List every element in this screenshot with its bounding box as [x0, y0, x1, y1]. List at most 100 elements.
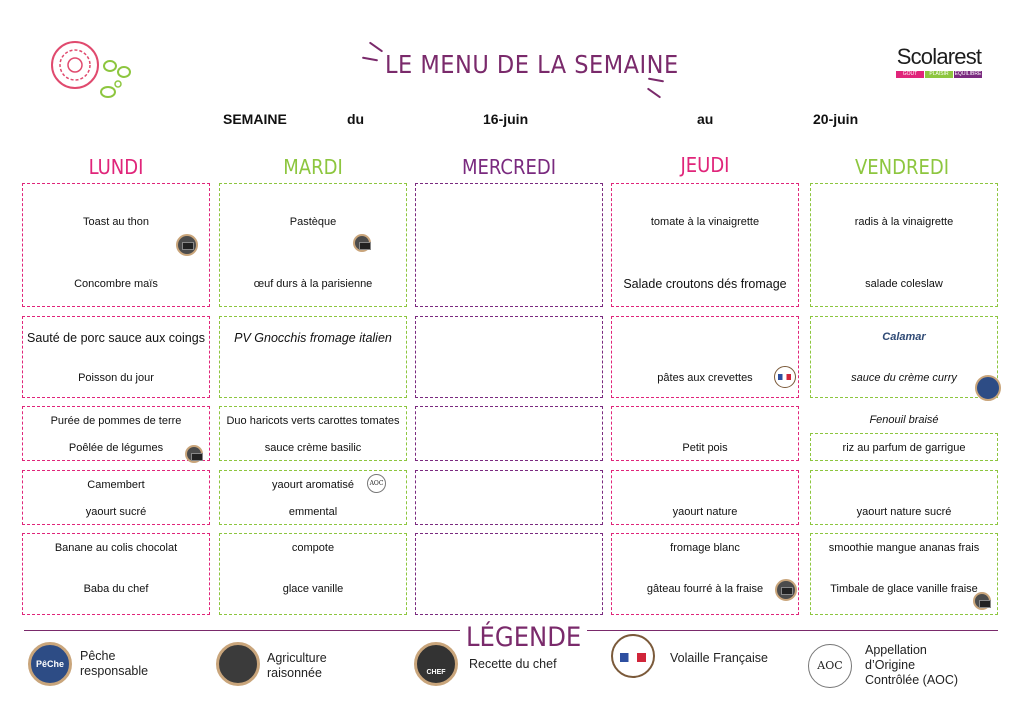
legend-label: Volaille Française	[670, 651, 768, 665]
menu-item: œuf durs à la parisienne	[253, 278, 373, 290]
lundi-dessert-cell: Banane au colis chocolat Baba du chef	[22, 533, 210, 615]
menu-item: Timbale de glace vanille fraise	[830, 583, 978, 595]
brand-tag: PLAISIR	[925, 71, 953, 78]
mercredi-dessert-cell	[415, 533, 603, 615]
day-lundi: LUNDI	[88, 155, 144, 179]
menu-item: compote	[291, 542, 335, 554]
vendredi-garniture-cell: riz au parfum de garrigue	[810, 433, 998, 461]
legend-label: Recette du chef	[469, 657, 557, 671]
legend-label: responsable	[80, 664, 149, 678]
peche-responsable-icon	[975, 375, 1001, 401]
recette-chef-icon	[775, 579, 797, 601]
menu-item: Banane au colis chocolat	[54, 542, 178, 554]
stamp-logo	[50, 40, 100, 90]
mardi-garniture-cell: Duo haricots verts carottes tomates sauc…	[219, 406, 407, 461]
recette-chef-icon	[185, 445, 203, 463]
aoc-icon: AOC	[808, 644, 852, 688]
menu-item: Camembert	[87, 479, 145, 491]
lundi-garniture-cell: Purée de pommes de terre Poêlée de légum…	[22, 406, 210, 463]
menu-item: fromage blanc	[670, 542, 740, 554]
menu-item: yaourt nature	[672, 506, 738, 518]
menu-item: Concombre maïs	[74, 278, 158, 290]
menu-item: glace vanille	[282, 583, 344, 595]
menu-item: yaourt nature sucré	[856, 506, 952, 518]
legend-label: Pêche	[80, 649, 116, 663]
title-ray	[361, 56, 379, 62]
lundi-plat-cell: Sauté de porc sauce aux coings Poisson d…	[22, 316, 210, 398]
menu-item: Calamar	[882, 331, 926, 343]
scolarest-logo: Scolarest GOÛT PLAISIR ÉQUILIBRE	[896, 44, 982, 78]
menu-item: sauce du crème curry	[851, 372, 957, 384]
menu-item: pâtes aux crevettes	[657, 372, 753, 384]
mardi-laitage-cell: yaourt aromatisé AOC emmental	[219, 470, 407, 525]
menu-item: yaourt sucré	[85, 506, 147, 518]
mardi-entree-cell: Pastèque œuf durs à la parisienne	[219, 183, 407, 307]
jeudi-laitage-cell: yaourt nature	[611, 470, 799, 525]
volaille-francaise-icon	[611, 634, 655, 678]
menu-item: Baba du chef	[83, 583, 149, 595]
brand-name: Scolarest	[896, 44, 982, 69]
jeudi-dessert-cell: fromage blanc gâteau fourré à la fraise	[611, 533, 799, 615]
mercredi-laitage-cell	[415, 470, 603, 525]
lundi-entree-cell: Toast au thon Concombre maïs	[22, 183, 210, 307]
mardi-dessert-cell: compote glace vanille	[219, 533, 407, 615]
legend-label: d’Origine	[865, 658, 916, 672]
recette-chef-icon	[353, 234, 371, 252]
legend-label: Appellation	[865, 643, 927, 657]
day-mardi: MARDI	[283, 155, 343, 179]
legend-label: Contrôlée (AOC)	[865, 673, 959, 687]
aoc-icon: AOC	[367, 474, 386, 493]
recette-chef-icon: CHEF	[414, 642, 458, 686]
week-end: 20-juin	[813, 111, 859, 127]
mercredi-entree-cell	[415, 183, 603, 307]
volaille-francaise-icon	[774, 366, 796, 388]
mardi-plat-cell: PV Gnocchis fromage italien	[219, 316, 407, 398]
legend-title: LÉGENDE	[460, 622, 588, 653]
recette-chef-icon	[176, 234, 198, 256]
menu-item: radis à la vinaigrette	[854, 216, 954, 228]
vendredi-dessert-cell: smoothie mangue ananas frais Timbale de …	[810, 533, 998, 615]
menu-item: PV Gnocchis fromage italien	[234, 331, 392, 345]
week-au: au	[697, 111, 714, 127]
title-ray	[368, 41, 384, 53]
menu-item: emmental	[288, 506, 338, 518]
legend-label: Agriculture	[267, 651, 327, 665]
agriculture-raisonnee-icon	[216, 642, 260, 686]
jeudi-garniture-cell: Petit pois	[611, 406, 799, 461]
title-ray	[646, 87, 662, 99]
peas-illustration	[98, 58, 134, 100]
day-mercredi: MERCREDI	[462, 155, 556, 179]
recette-chef-icon	[973, 592, 991, 610]
day-vendredi: VENDREDI	[854, 155, 949, 179]
menu-item: yaourt aromatisé	[272, 479, 354, 491]
lundi-laitage-cell: Camembert yaourt sucré	[22, 470, 210, 525]
brand-tag: GOÛT	[896, 71, 924, 78]
week-label: SEMAINE	[223, 111, 287, 127]
legend-label: raisonnée	[267, 666, 322, 680]
menu-item: salade coleslaw	[865, 278, 943, 290]
menu-item: Toast au thon	[82, 216, 150, 228]
mercredi-plat-cell	[415, 316, 603, 398]
menu-item: riz au parfum de garrigue	[842, 442, 966, 454]
page-title: LE MENU DE LA SEMAINE	[385, 50, 679, 79]
menu-item: sauce crème basilic	[264, 442, 362, 454]
jeudi-entree-cell: tomate à la vinaigrette Salade croutons …	[611, 183, 799, 307]
week-du: du	[347, 111, 365, 127]
peche-responsable-icon: PêChe	[28, 642, 72, 686]
day-jeudi: JEUDI	[680, 153, 730, 177]
menu-item: gâteau fourré à la fraise	[646, 583, 764, 595]
menu-item: tomate à la vinaigrette	[650, 216, 760, 228]
menu-item: Petit pois	[682, 442, 728, 454]
menu-item: Sauté de porc sauce aux coings	[27, 331, 205, 345]
brand-tag: ÉQUILIBRE	[954, 71, 982, 78]
menu-item: Salade croutons dés fromage	[623, 277, 787, 291]
jeudi-plat-cell: pâtes aux crevettes	[611, 316, 799, 398]
menu-item: smoothie mangue ananas frais	[828, 542, 980, 554]
menu-item: Pastèque	[289, 216, 337, 228]
menu-item: Purée de pommes de terre	[50, 415, 182, 427]
menu-item: Fenouil braisé	[869, 414, 939, 426]
menu-item: Duo haricots verts carottes tomates	[226, 415, 400, 427]
vendredi-plat-cell: Calamar sauce du crème curry	[810, 316, 1001, 401]
week-start: 16-juin	[483, 111, 529, 127]
mercredi-garniture-cell	[415, 406, 603, 461]
